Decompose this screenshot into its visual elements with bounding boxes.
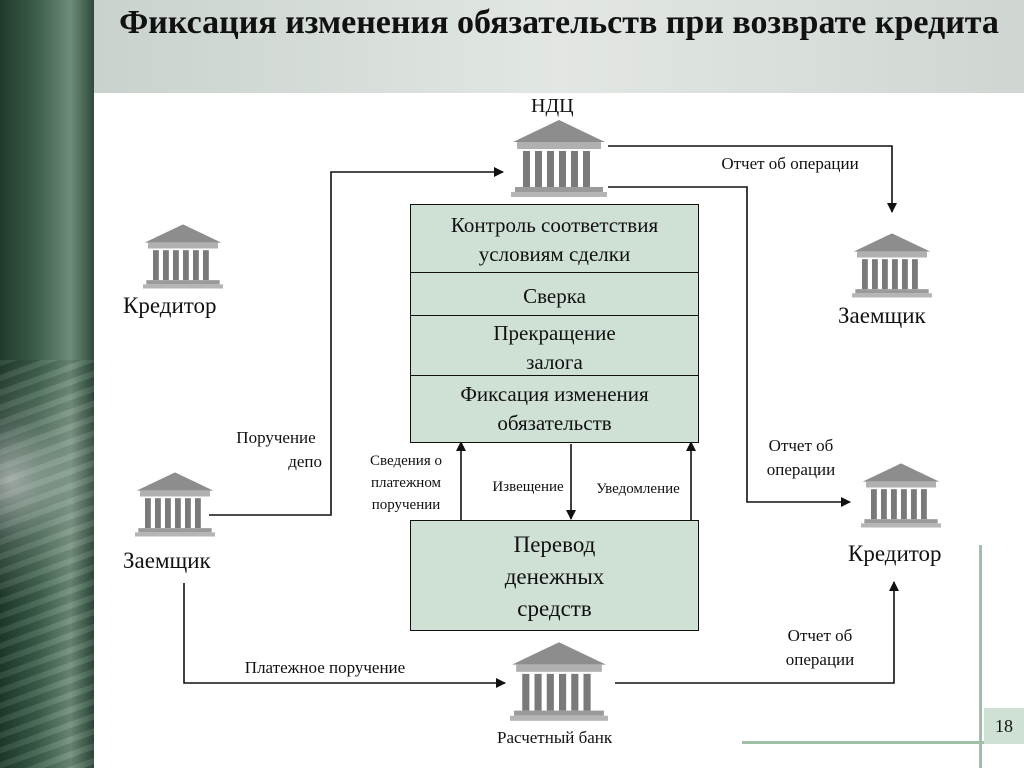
lender-left-bank-icon xyxy=(143,220,223,292)
control-text: Контроль соответствия условиям сделки xyxy=(450,213,659,266)
depo-order-line-2: депо xyxy=(288,452,322,471)
borrower-right-label: Заемщик xyxy=(838,303,926,328)
payment-order-label: Платежное поручение xyxy=(244,658,406,677)
fixation-box: Фиксация изменения обязательств xyxy=(410,375,699,443)
borrower-left-bank-icon xyxy=(135,468,215,540)
slide-title: Фиксация изменения обязательств при возв… xyxy=(119,4,999,41)
payment-info-line-1: Сведения о xyxy=(370,453,442,469)
edge-ndc-to-borrower-right xyxy=(608,145,897,213)
notification-label: Уведомление xyxy=(596,481,680,497)
transfer-text-3: средств xyxy=(517,596,592,621)
settlement-bank-icon xyxy=(510,640,608,722)
payment-info-label: Сведения о платежном поручении xyxy=(360,450,452,516)
lender-right-label: Кредитор xyxy=(848,541,942,566)
payment-info-line-2: платежном xyxy=(370,475,442,491)
ndc-bank-icon xyxy=(511,118,607,198)
payment-info-line-3: поручении xyxy=(371,497,441,513)
depo-order-label: Поручение депо xyxy=(224,426,328,474)
pledge-text-2: залога xyxy=(526,350,583,374)
edge-bank-to-lender xyxy=(615,581,899,684)
pledge-text-1: Прекращение xyxy=(493,321,616,345)
edge-ndc-to-lender-right xyxy=(608,186,851,507)
borrower-left-label: Заемщик xyxy=(123,548,211,573)
transfer-text-2: денежных xyxy=(504,564,605,589)
lender-right-bank-icon xyxy=(861,459,941,531)
report-mid-label: Отчет об операции xyxy=(746,434,856,482)
report-mid-line-1: Отчет об xyxy=(768,436,834,455)
edge-payment-order xyxy=(183,583,506,688)
report-bottom-line-2: операции xyxy=(785,650,855,669)
lender-left-label: Кредитор xyxy=(123,293,217,318)
ndc-label: НДЦ xyxy=(531,95,574,117)
reconcile-box: Сверка xyxy=(410,272,699,316)
report-bottom-line-1: Отчет об xyxy=(787,626,853,645)
report-top-label: Отчет об операции xyxy=(721,154,859,173)
header-band xyxy=(94,0,1024,93)
notice-label: Извещение xyxy=(492,479,564,495)
pledge-termination-box: Прекращение залога xyxy=(410,315,699,376)
left-decorative-strip xyxy=(0,0,94,768)
money-transfer-box: Перевод денежных средств xyxy=(410,520,699,631)
fixation-text-1: Фиксация изменения xyxy=(460,382,649,406)
page-number: 18 xyxy=(984,708,1024,744)
control-box: Контроль соответствия условиям сделки xyxy=(410,204,699,273)
reconcile-text: Сверка xyxy=(523,284,586,308)
report-bottom-label: Отчет об операции xyxy=(768,624,872,672)
settlement-bank-label: Расчетный банк xyxy=(497,728,613,747)
depo-order-line-1: Поручение xyxy=(236,428,316,447)
report-mid-line-2: операции xyxy=(766,460,836,479)
fixation-text-2: обязательств xyxy=(497,411,612,435)
corner-line-vertical xyxy=(979,545,982,768)
transfer-text-1: Перевод xyxy=(513,532,596,557)
edge-borrower-to-ndc xyxy=(209,167,504,516)
borrower-right-bank-icon xyxy=(852,229,932,301)
corner-line-horizontal xyxy=(742,741,1024,744)
